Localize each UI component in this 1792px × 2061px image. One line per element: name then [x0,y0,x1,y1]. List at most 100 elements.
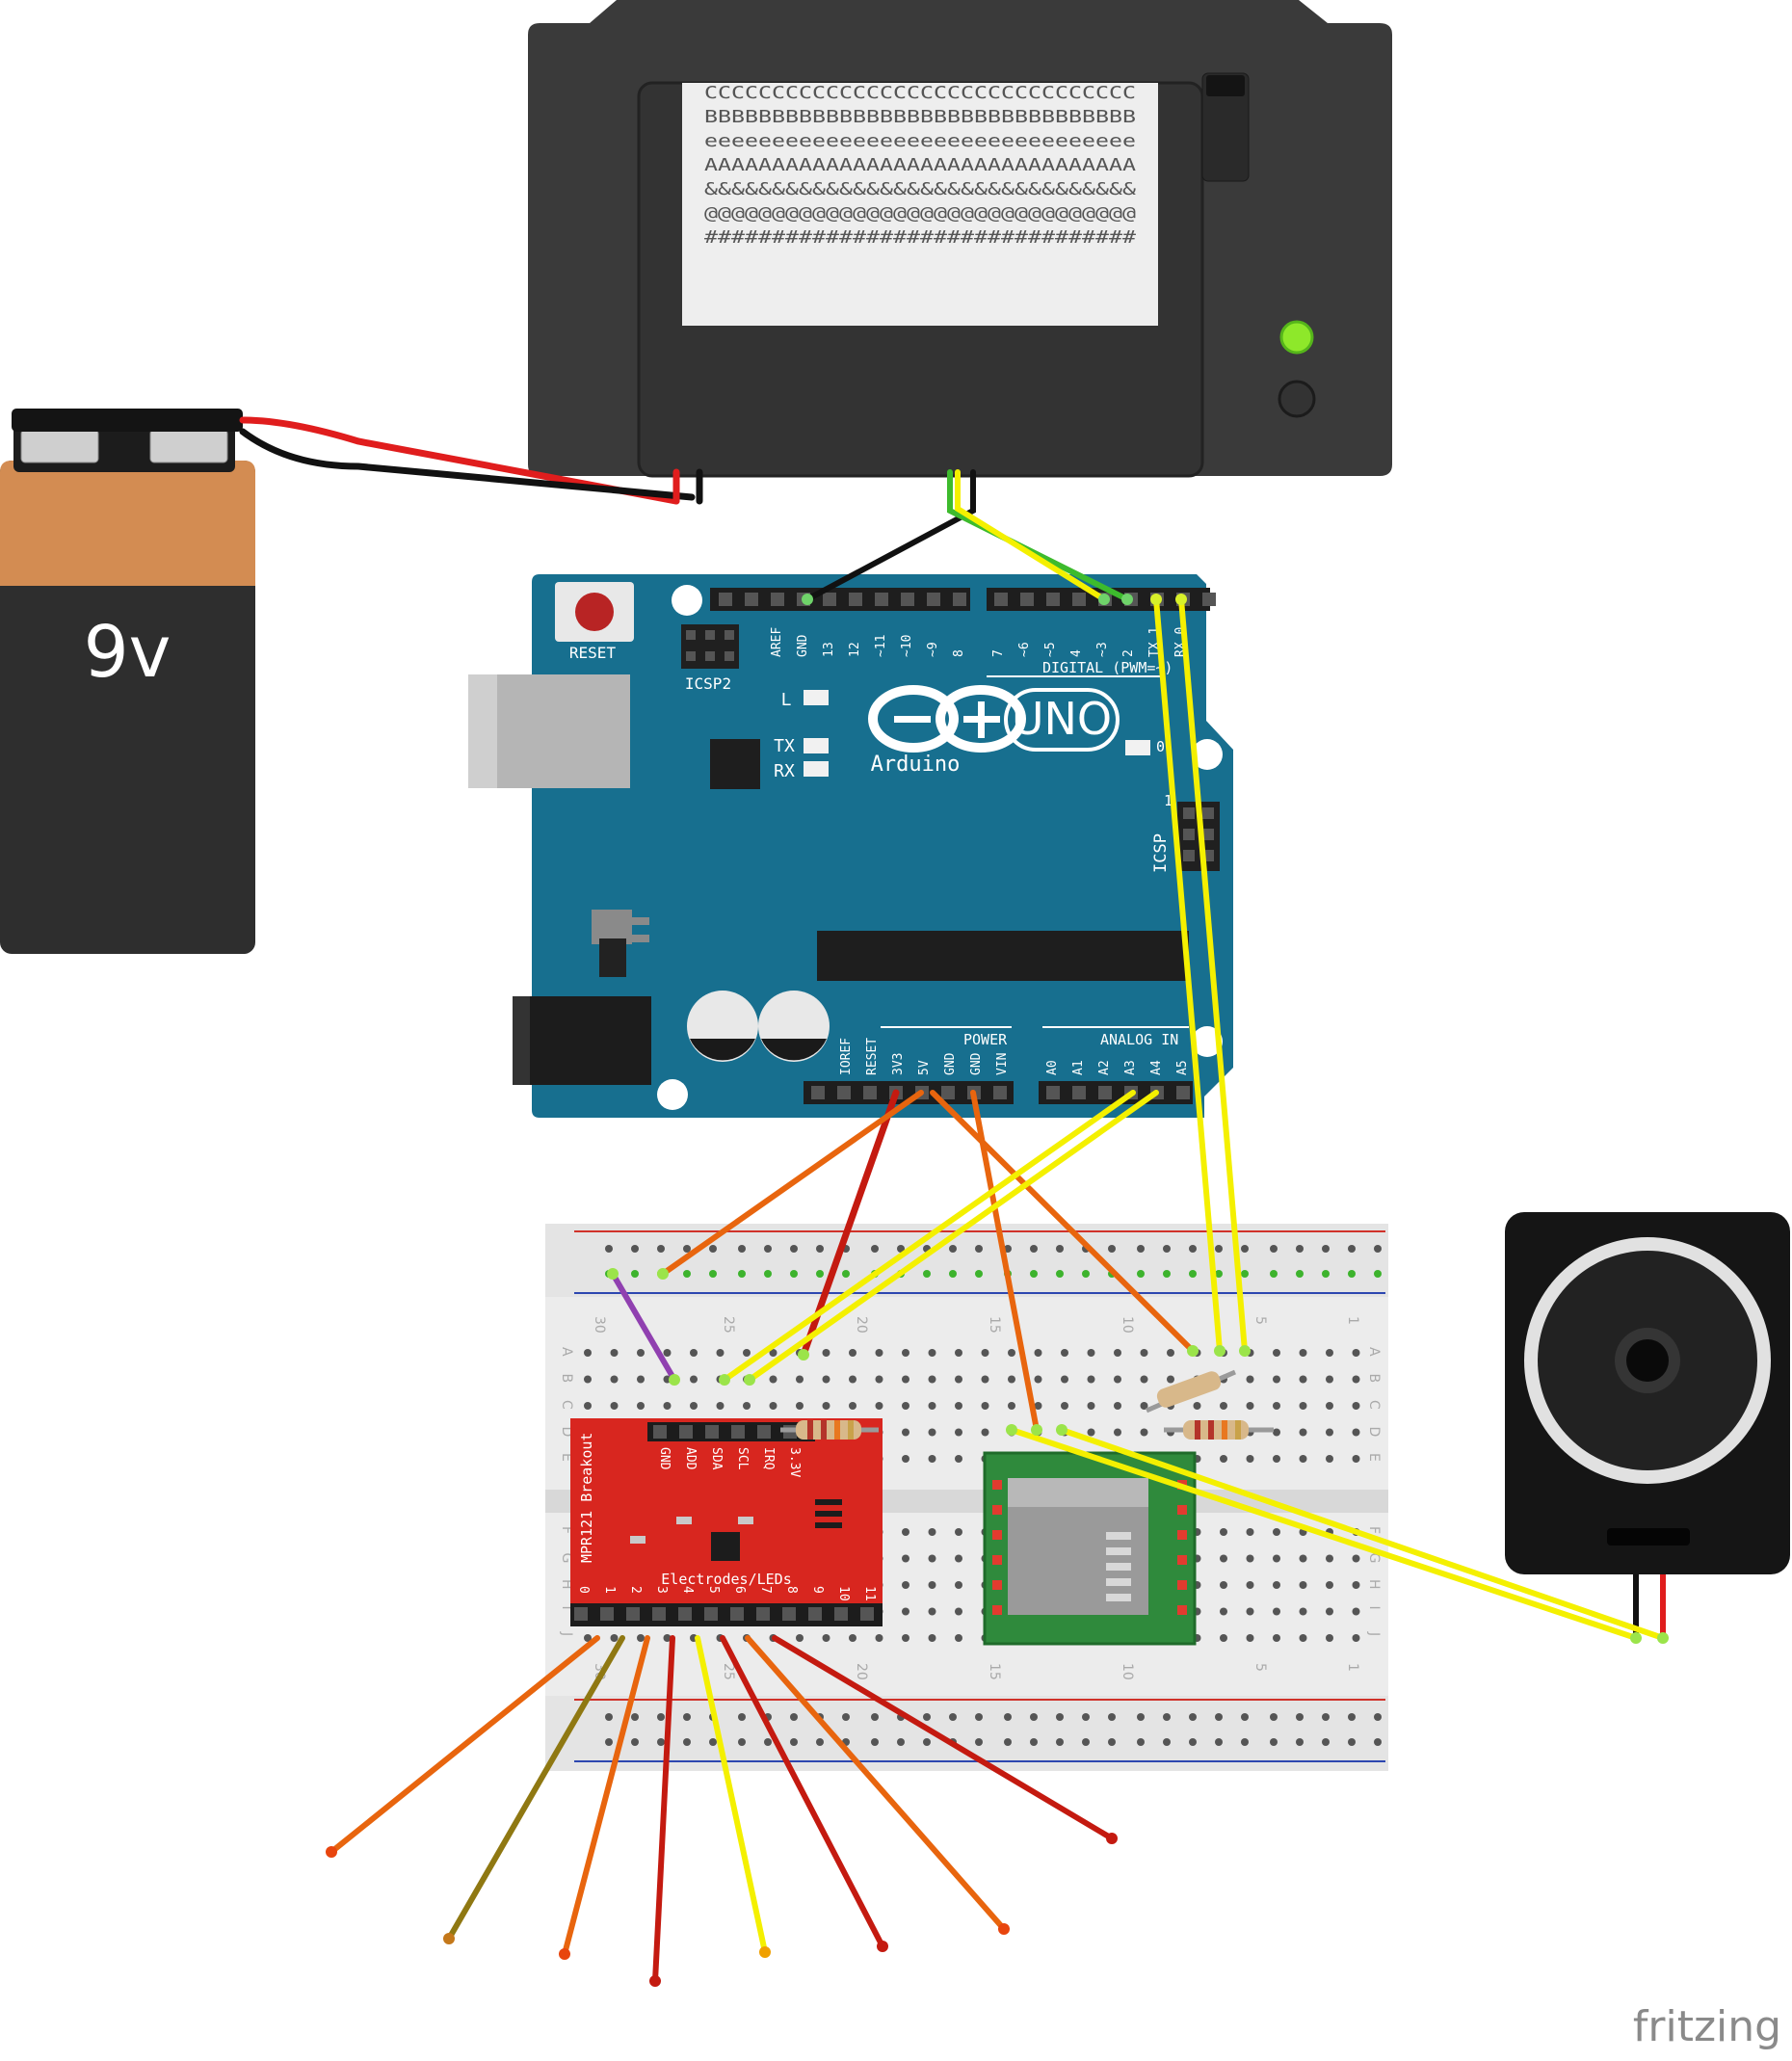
bb-row-letter: G [559,1553,574,1564]
digital-label: DIGITAL (PWM=~) [1042,659,1173,676]
pin-label: 12 [848,642,862,657]
bb-row-letter: D [559,1427,574,1438]
mpr121-electrode-label: 4 [680,1586,695,1594]
pin-label: A2 [1097,1060,1112,1075]
paper-row: ################################ [704,227,1136,248]
battery-9v: 9v [0,409,255,954]
mpr121-pin-label: ADD [683,1447,698,1470]
mpr121-electrode-label: 0 [576,1586,591,1594]
mpr121-electrode-label: 11 [862,1586,877,1601]
brand-label: Arduino [871,753,961,777]
bb-col-number: 10 [1120,1663,1135,1680]
wire-end [1098,594,1110,605]
pin-label: GND [796,634,810,657]
bb-row-letter: B [559,1374,574,1384]
mpr121-electrode-label: 2 [628,1586,643,1594]
paper-row: BBBBBBBBBBBBBBBBBBBBBBBBBBBBBBBB [704,107,1136,127]
pin-label: ~3 [1095,642,1110,657]
model-label: UNO [1012,693,1112,745]
bb-row-letter: A [559,1347,574,1357]
bb-row-letter: E [559,1453,574,1462]
fritzing-logo: fritzing [1633,2002,1781,2051]
printer-feed-button[interactable] [1278,380,1316,418]
bb-col-number: 5 [1252,1663,1268,1672]
wire-end [802,594,813,605]
bb-row-letter: F [559,1526,574,1534]
pin-label: 4 [1069,649,1084,657]
mpr121-pin-label: 3.3V [787,1447,802,1477]
wire-end [877,1941,888,1952]
pin-label: 2 [1121,649,1136,657]
wire-end [326,1846,337,1858]
bb-col-number: 15 [987,1316,1002,1334]
pin-label: IOREF [839,1038,854,1075]
mpr121-electrode-label: 7 [758,1586,773,1594]
wire-end [1106,1833,1118,1844]
mpr121-electrode-label: 6 [732,1586,747,1594]
bb-row-letter: F [1366,1526,1382,1534]
analog-label: ANALOG IN [1100,1031,1178,1048]
wire-end [559,1948,570,1960]
battery-label: 9v [84,611,171,694]
pin-label: 7 [991,649,1006,657]
led-l-label: L [781,690,792,710]
bb-row-letter: D [1366,1427,1382,1438]
bb-row-letter: C [1366,1400,1382,1410]
bb-row-letter: J [559,1631,574,1636]
pin-label: GND [969,1052,984,1075]
wire-end [1657,1632,1669,1644]
mpr121-pin-label: IRQ [761,1447,776,1470]
bb-row-letter: A [1366,1347,1382,1357]
pin-label: ~9 [926,642,940,657]
pin-label: RESET [865,1038,880,1075]
pin-label: A5 [1175,1060,1190,1075]
mpr121-pin-label: SDA [709,1447,724,1470]
bb-col-number: 20 [854,1316,869,1334]
wire-end [1006,1424,1017,1436]
pin-label: ~10 [900,635,914,657]
wire-end [1187,1345,1199,1357]
wire-end [1150,594,1162,605]
wire-end [607,1268,619,1280]
mpr121-electrode-label: 1 [602,1586,617,1594]
bb-row-letter: E [1366,1453,1382,1462]
paper-row: &&&&&&&&&&&&&&&&&&&&&&&&&&&&&&&& [704,179,1136,199]
led-rx-label: RX [774,761,795,781]
pin-label: 13 [822,642,836,657]
printer-status-led [1279,320,1314,355]
wire-end [649,1975,661,1987]
mpr121-title: MPR121 Breakout [578,1433,595,1563]
wire-end [1214,1345,1225,1357]
mpr121-electrode-label: 8 [784,1586,799,1594]
paper-row: CCCCCCCCCCCCCCCCCCCCCCCCCCCCCCCC [704,83,1136,103]
bb-row-letter: H [559,1579,574,1590]
bb-row-letter: I [559,1606,574,1610]
bb-col-number: 25 [721,1316,736,1334]
bb-col-number: 1 [1345,1663,1360,1672]
pin-label: ~6 [1017,642,1032,657]
icsp2-label: ICSP2 [685,674,731,693]
resistors [780,1369,1274,1440]
wire-endpoints [326,594,1669,1987]
thermal-printer: CCCCCCCCCCCCCCCCCCCCCCCCCCCCCCCC BBBBBBBB… [528,0,1392,478]
icsp-label: ICSP [1151,833,1171,873]
pin-label: GND [943,1052,958,1075]
pin-label: A1 [1071,1060,1086,1075]
paper-row: eeeeeeeeeeeeeeeeeeeeeeeeeeeeeeee [704,131,1136,151]
sd-card-module [983,1451,1197,1646]
bb-row-letter: J [1366,1631,1382,1636]
pin-label: AREF [770,627,784,657]
bb-col-number: 20 [854,1663,869,1680]
wire-end [1121,594,1133,605]
printer-paper-text: CCCCCCCCCCCCCCCCCCCCCCCCCCCCCCCC BBBBBBBB… [704,83,1136,248]
pin-label: VIN [995,1053,1010,1075]
pin-label: 8 [952,649,966,657]
bb-col-number: 25 [721,1663,736,1680]
mpr121-electrode-label: 3 [654,1586,669,1594]
arduino-logo: UNO Arduino [868,685,1120,777]
bb-row-letter: I [1366,1606,1382,1610]
pin-label: 3V3 [891,1053,906,1075]
mpr121-pin-label: SCL [735,1447,750,1470]
bb-row-letter: C [559,1400,574,1410]
